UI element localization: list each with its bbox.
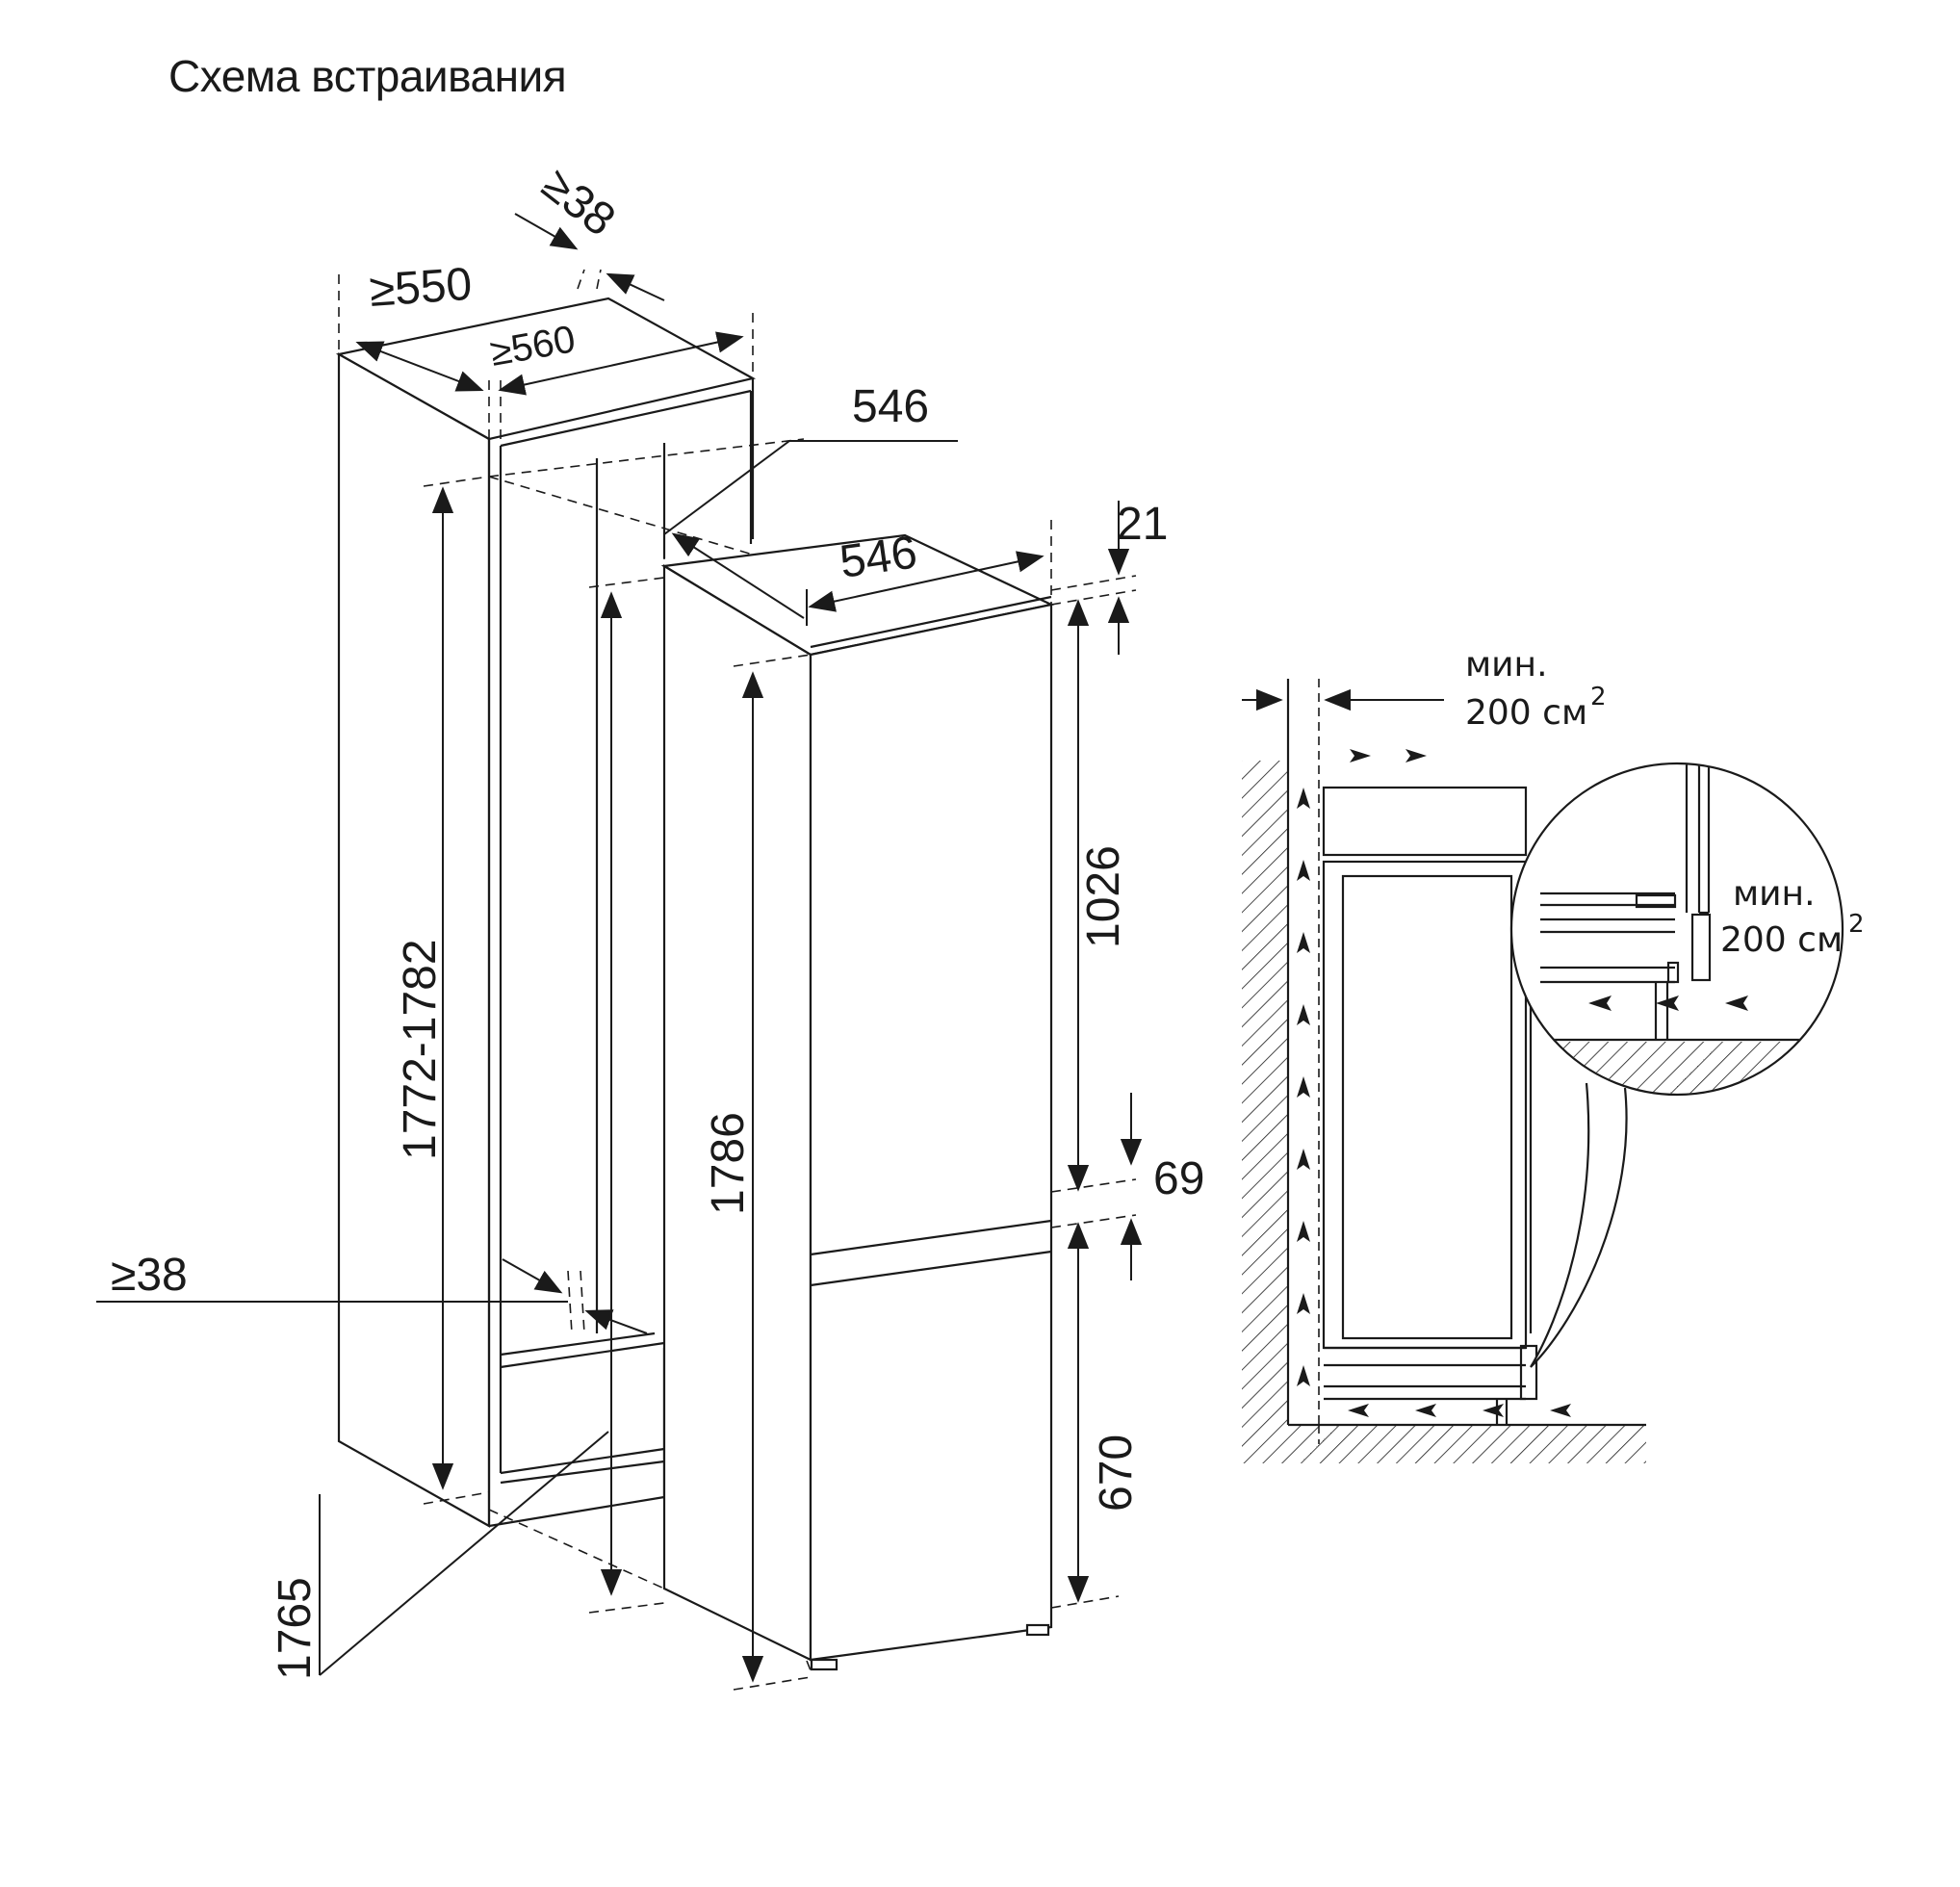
- dimension-labels: ≥550 ≥560 ≥38 546 546 21 1772-1782 1786 …: [111, 159, 1204, 1680]
- dim-top-gap: ≥38: [532, 159, 624, 246]
- dim-bottom-gap: ≥38: [111, 1250, 188, 1301]
- dim-width-top: 546: [852, 381, 929, 432]
- dim-niche-min: 1765: [270, 1577, 321, 1680]
- dim-door-gap: 69: [1153, 1153, 1204, 1204]
- ventilation-side-view: мин. 200 см 2: [1242, 645, 1646, 1463]
- vent-detail-label-sup: 2: [1848, 910, 1865, 939]
- vent-detail-label-line1: мин.: [1733, 874, 1816, 914]
- dim-niche-height: 1772-1782: [395, 939, 446, 1160]
- dim-niche-depth: ≥550: [368, 259, 474, 317]
- detail-magnifier: мин. 200 см 2: [1509, 762, 1865, 1368]
- vent-top-label-sup: 2: [1590, 683, 1607, 711]
- page-title: Схема встраивания: [168, 51, 567, 101]
- airflow-arrows: [1297, 749, 1571, 1417]
- dim-gap-top: 21: [1117, 499, 1168, 550]
- vent-top-label-line1: мин.: [1465, 645, 1548, 685]
- dim-lower-door: 670: [1091, 1435, 1142, 1512]
- dim-total-height: 1786: [703, 1112, 754, 1215]
- vent-detail-label-line2: 200 см: [1720, 920, 1843, 960]
- refrigerator: [660, 533, 1055, 1671]
- dim-width-front: 546: [837, 527, 920, 588]
- dimension-lines: [96, 213, 1143, 1683]
- vent-top-label-line2: 200 см: [1465, 693, 1587, 733]
- dim-upper-door: 1026: [1078, 845, 1129, 948]
